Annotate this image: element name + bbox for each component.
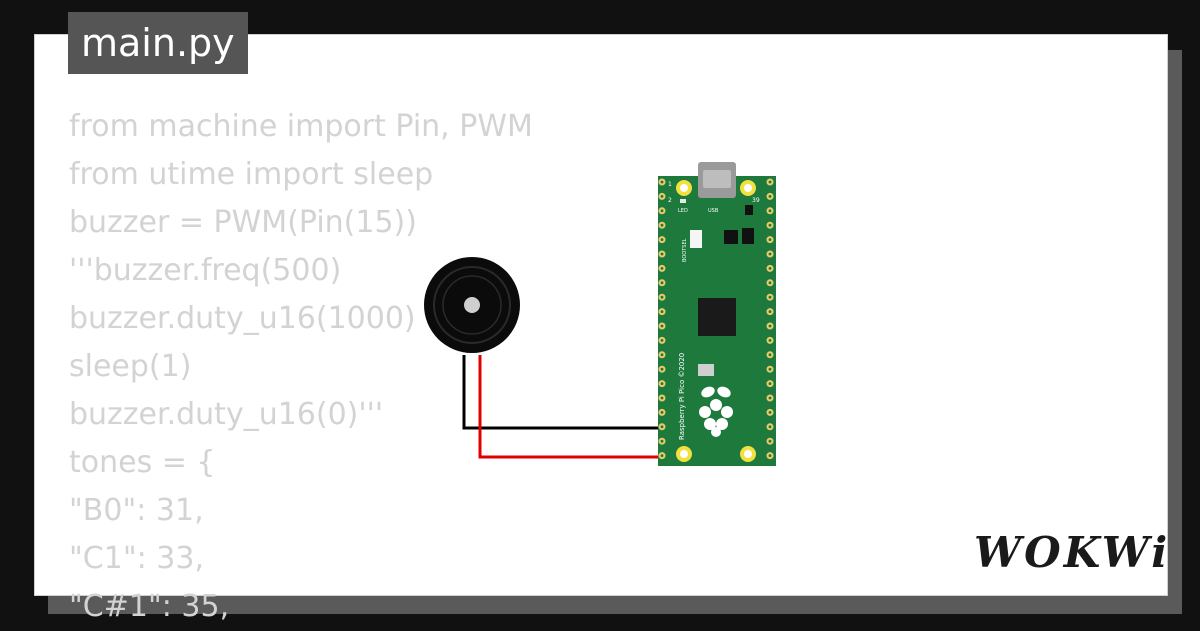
rp2040-chip xyxy=(698,298,736,336)
led-label: LED xyxy=(678,208,688,214)
chip-flash xyxy=(724,230,738,244)
chip-small xyxy=(745,205,753,215)
file-tab[interactable]: main.py xyxy=(68,12,248,74)
board-name-label: Raspberry Pi Pico ©2020 xyxy=(678,353,686,440)
buzzer-ring-inner xyxy=(442,275,502,335)
code-line: "C#1": 35, xyxy=(69,589,230,624)
chip-regulator xyxy=(742,228,754,244)
red-wire xyxy=(478,355,668,459)
pin1-label: 1 xyxy=(668,181,672,188)
wokwi-logo: WOKWi xyxy=(974,528,1171,577)
usb-port xyxy=(703,170,731,188)
bootsel-label: BOOTSEL xyxy=(682,238,688,262)
pico-board[interactable]: 1 2 39 LED USB BOOTSEL Raspberry Pi Pico… xyxy=(658,162,776,466)
crystal xyxy=(698,364,714,376)
buzzer[interactable] xyxy=(424,257,520,353)
code-line: sleep(1) xyxy=(69,349,192,384)
black-wire xyxy=(462,355,668,430)
code-line: "C1": 33, xyxy=(69,541,204,576)
pin2-label: 2 xyxy=(668,197,672,204)
header-pins-left xyxy=(658,178,666,460)
project-card: from machine import Pin, PWM from utime … xyxy=(34,34,1168,624)
code-line: from machine import Pin, PWM xyxy=(69,109,533,144)
code-line: tones = { xyxy=(69,445,216,480)
pin39-label: 39 xyxy=(752,197,760,204)
code-line: buzzer.duty_u16(1000) xyxy=(69,301,416,336)
code-line: buzzer.duty_u16(0)''' xyxy=(69,397,384,432)
code-line: from utime import sleep xyxy=(69,157,434,192)
header-pins-right xyxy=(766,178,774,460)
bootsel-button xyxy=(690,230,702,248)
raspberry-pi-logo-icon xyxy=(699,386,733,437)
led xyxy=(680,199,686,203)
code-preview: from machine import Pin, PWM from utime … xyxy=(69,103,533,631)
code-line: buzzer = PWM(Pin(15)) xyxy=(69,205,417,240)
buzzer-hole xyxy=(464,297,480,313)
code-line: '''buzzer.freq(500) xyxy=(69,253,342,288)
code-line: "B0": 31, xyxy=(69,493,204,528)
buzzer-ring xyxy=(433,266,511,344)
usb-label: USB xyxy=(708,208,719,214)
